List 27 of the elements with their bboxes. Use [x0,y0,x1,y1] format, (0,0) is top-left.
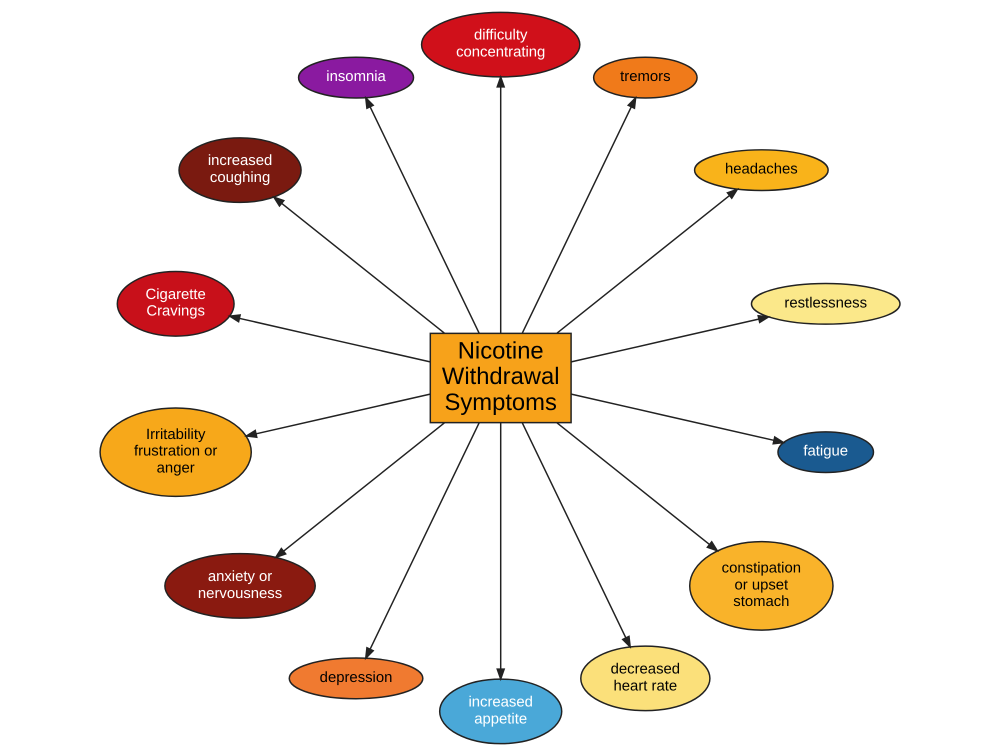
node-ellipse: tremors [592,56,698,99]
arrow [496,74,506,334]
arrow [496,422,506,682]
node-ellipse: depression [288,657,424,700]
node-ellipse: difficulty concentrating [420,12,581,78]
arrow [522,96,637,334]
node-ellipse: anxiety or nervousness [164,552,316,619]
arrow [571,393,786,445]
node-ellipse: decreased heart rate [580,645,711,712]
arrow [228,314,430,363]
arrow [364,422,480,660]
node-ellipse: Irritability frustration or anger [99,407,252,498]
arrow [522,422,632,649]
arrow [274,422,445,559]
node-ellipse: Cigarette Cravings [116,270,235,337]
node-ellipse: fatigue [777,431,874,474]
arrow [272,196,445,334]
node-ellipse: increased appetite [438,678,562,744]
arrow [571,314,771,363]
node-ellipse: increased coughing [178,137,302,204]
arrow [556,188,740,334]
arrow [244,393,430,438]
node-ellipse: headaches [694,149,829,192]
node-ellipse: insomnia [298,56,414,99]
arrow [556,422,720,552]
arrow [364,96,480,334]
node-box: Nicotine Withdrawal Symptoms [430,332,572,424]
